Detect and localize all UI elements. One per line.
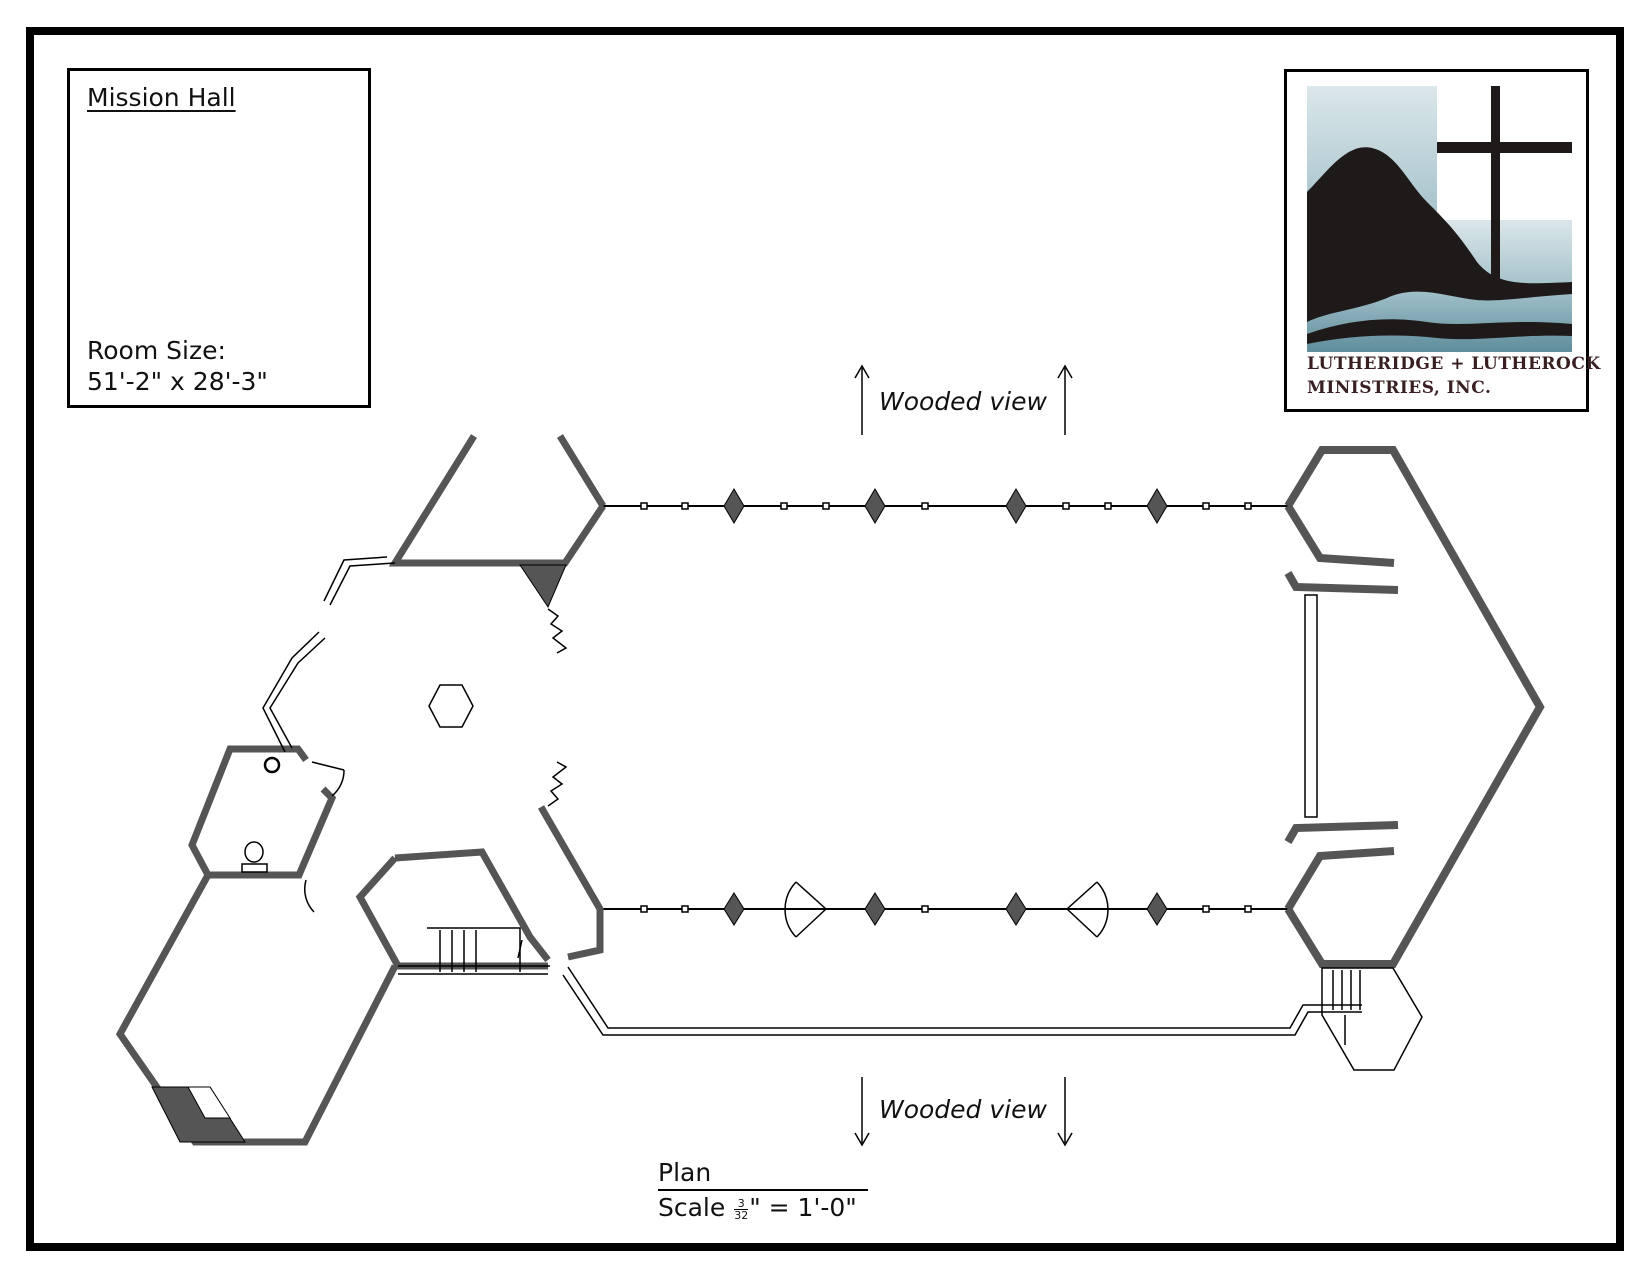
room-title: Mission Hall — [87, 83, 236, 112]
window-mullions — [640, 502, 1252, 913]
cross-icon — [1491, 86, 1500, 286]
logo-text-line2: MINISTRIES, INC. — [1307, 378, 1492, 398]
ministry-logo: LUTHERIDGE + LUTHEROCK MINISTRIES, INC. — [1284, 69, 1601, 412]
zigzag-partitions — [547, 608, 568, 807]
room-size-label: Room Size: — [87, 336, 226, 365]
logo-mountain — [1307, 147, 1572, 322]
west-stair — [427, 927, 521, 972]
west-window-bands — [262, 556, 550, 975]
logo-text-line1: LUTHERIDGE + LUTHEROCK — [1307, 354, 1601, 374]
columns — [723, 488, 1168, 926]
drawing-border — [26, 27, 1624, 1251]
cross-bar — [1437, 142, 1572, 153]
wall-fill-wedge — [519, 564, 567, 609]
south-doors — [784, 881, 1109, 938]
view-arrows — [854, 364, 1073, 1147]
west-walls — [115, 434, 606, 1146]
wooded-view-top: Wooded view — [879, 387, 1047, 416]
main-hall — [600, 488, 1288, 938]
scale-suffix: " = 1'-0" — [749, 1193, 857, 1222]
logo-river-band — [1307, 319, 1572, 344]
restroom-fixtures — [241, 756, 281, 873]
east-wing-walls — [1284, 446, 1545, 968]
west-doors — [303, 761, 523, 959]
room-info-box: Mission Hall Room Size: 51'-2" x 28'-3" — [67, 68, 371, 408]
room-size-value: 51'-2" x 28'-3" — [87, 367, 268, 396]
south-walkway — [562, 966, 1362, 1036]
scale-numerator: 3 — [734, 1198, 749, 1210]
plan-title: Plan — [658, 1158, 712, 1187]
stage-edge — [1304, 594, 1318, 818]
plan-scale: Scale 3 32 " = 1'-0" — [658, 1189, 868, 1222]
scale-fraction: 3 32 — [734, 1198, 749, 1222]
hexagon-marker — [428, 684, 474, 728]
east-stair — [1321, 967, 1423, 1071]
logo-graphic — [1307, 86, 1572, 352]
scale-prefix: Scale — [658, 1193, 726, 1222]
wooded-view-bottom: Wooded view — [879, 1095, 1047, 1124]
scale-denominator: 32 — [734, 1208, 749, 1222]
